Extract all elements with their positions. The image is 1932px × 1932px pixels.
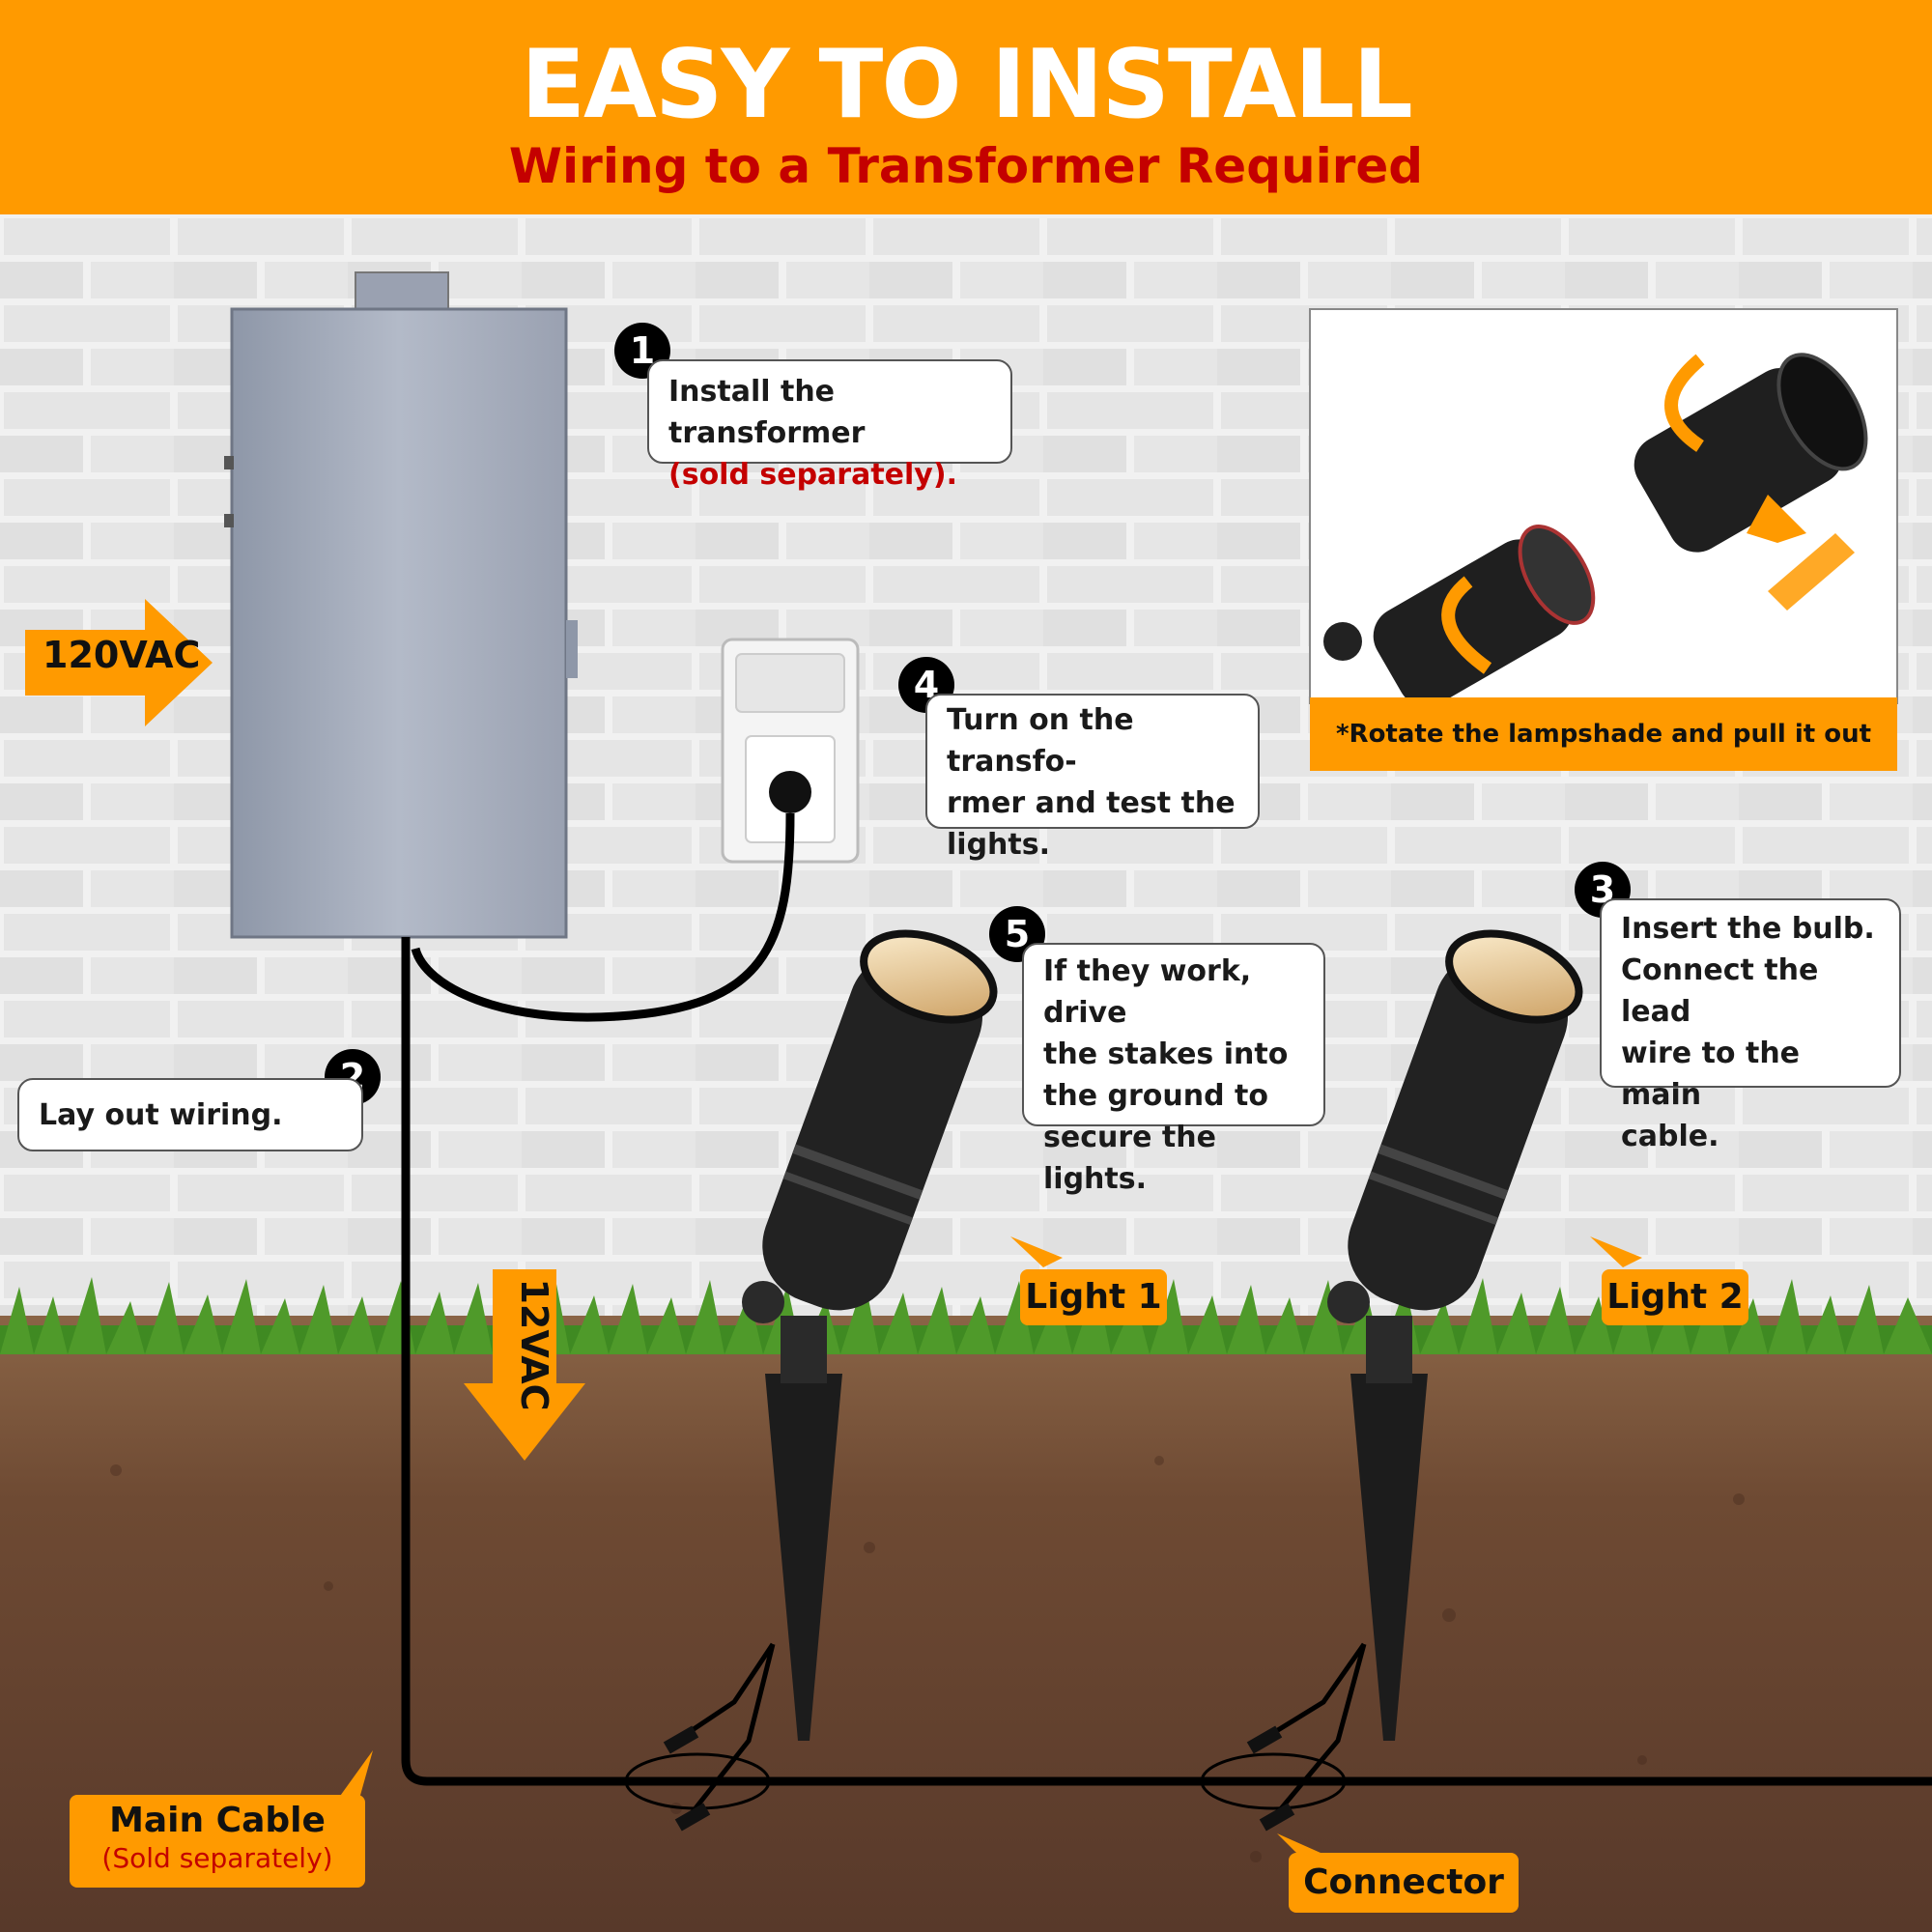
grass xyxy=(0,1277,1932,1354)
step-4-line-3: lights. xyxy=(947,828,1050,862)
step-4-line-2: rmer and test the xyxy=(947,786,1236,820)
input-arrow-icon xyxy=(25,599,213,726)
header-banner: EASY TO INSTALL Wiring to a Transformer … xyxy=(0,0,1932,214)
step-4-callout: Turn on the transfo- rmer and test the l… xyxy=(925,694,1260,862)
connector-label: Connector xyxy=(1289,1853,1519,1913)
step-5-line-4: secure the lights. xyxy=(1043,1121,1216,1196)
step-5-number: 5 xyxy=(989,906,1045,962)
step-5-line-2: the stakes into xyxy=(1043,1037,1289,1071)
spotlight-2 xyxy=(1327,929,1583,1741)
output-arrow-icon xyxy=(464,1269,585,1461)
step-5-callout: If they work, drive the stakes into the … xyxy=(1022,943,1325,1196)
step-3-line-3: wire to the main xyxy=(1621,1037,1801,1112)
step-2-callout: Lay out wiring. xyxy=(17,1078,363,1151)
step-1-callout: Install the transformer (sold separately… xyxy=(647,359,1012,492)
main-cable-note: (Sold separately) xyxy=(101,1842,333,1874)
inset-caption: *Rotate the lampshade and pull it out xyxy=(1335,720,1872,749)
main-cable-title: Main Cable xyxy=(109,1801,326,1840)
step-1-text: Install the transformer xyxy=(668,375,866,450)
step-5-line-3: the ground to xyxy=(1043,1079,1268,1113)
step-3-callout: Insert the bulb. Connect the lead wire t… xyxy=(1600,898,1901,1153)
step-2-text: Lay out wiring. xyxy=(39,1098,283,1132)
main-cable xyxy=(401,937,1932,1786)
input-voltage-label: 120VAC xyxy=(43,634,201,676)
step-3-line-2: Connect the lead xyxy=(1621,953,1819,1029)
output-voltage-label: 12VAC xyxy=(513,1278,555,1411)
page-title: EASY TO INSTALL xyxy=(521,30,1413,140)
transformer-box xyxy=(224,271,578,939)
connector-ring-2 xyxy=(1200,1752,1347,1810)
step-1-note: (sold separately). xyxy=(668,458,957,492)
inset-lampshade-image xyxy=(1309,308,1898,771)
light-1-label: Light 1 xyxy=(1020,1269,1167,1325)
power-cord xyxy=(411,812,795,1022)
step-4-line-1: Turn on the transfo- xyxy=(947,703,1134,779)
light-2-label: Light 2 xyxy=(1602,1269,1748,1325)
step-3-line-4: cable. xyxy=(1621,1120,1719,1153)
main-cable-label: Main Cable (Sold separately) xyxy=(70,1795,365,1888)
step-3-line-1: Insert the bulb. xyxy=(1621,912,1875,946)
step-5-line-1: If they work, drive xyxy=(1043,954,1252,1030)
page-subtitle: Wiring to a Transformer Required xyxy=(508,138,1424,194)
spotlight-1 xyxy=(742,929,998,1741)
